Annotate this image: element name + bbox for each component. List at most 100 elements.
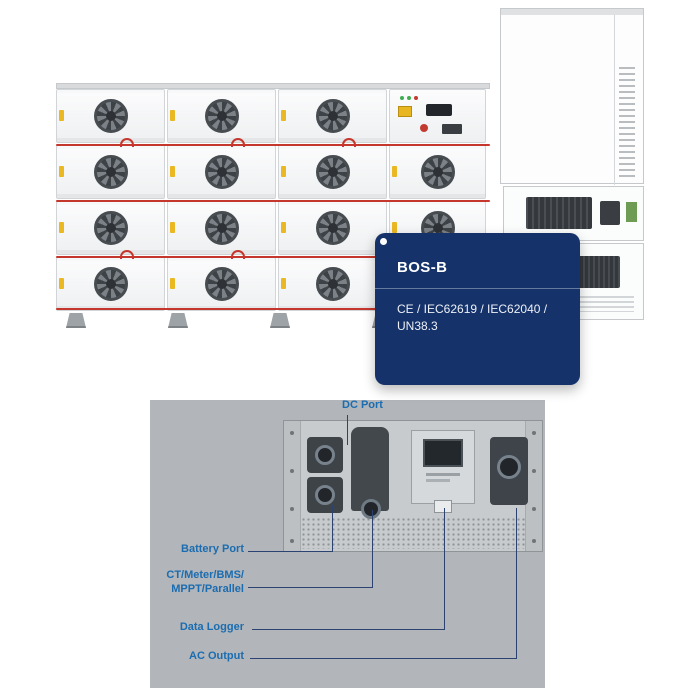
warning-sticker [170,278,175,289]
warning-sticker [281,222,286,233]
battery-module [167,145,276,199]
yellow-switch [398,106,412,117]
control-display [426,104,452,116]
warning-sticker [281,166,286,177]
battery-port [307,477,343,513]
warning-sticker [392,166,397,177]
data-logger-leader [444,508,445,630]
ac-output-port [490,437,528,505]
fan-icon [315,99,350,133]
ct-meter-label: CT/Meter/BMS/ MPPT/Parallel [166,568,244,596]
cert-line-2: UN38.3 [397,319,438,333]
cert-line-1: CE / IEC62619 / IEC62040 / [397,302,548,316]
battery-module [56,257,165,311]
warning-sticker [281,278,286,289]
ac-connector [497,455,521,479]
fan-icon [93,211,128,245]
card-corner-dot [380,238,387,245]
fan-icon [204,267,239,301]
battery-port-leader [248,551,332,552]
ct-leader [372,510,373,588]
battery-port-leader [332,505,333,552]
ct-meter-line-1: CT/Meter/BMS/ [166,569,244,581]
comm-port [361,499,381,519]
screw [290,539,294,543]
cable-loop [342,138,356,147]
dc-cable [56,200,490,202]
battery-module [278,201,387,255]
ac-output-label: AC Output [189,650,244,662]
battery-module [167,257,276,311]
ct-leader [248,587,372,588]
screw [290,469,294,473]
card-certifications: CE / IEC62619 / IEC62040 / UN38.3 [397,301,560,335]
screw [290,431,294,435]
battery-module [389,145,486,199]
battery-rack [56,89,490,313]
green-led [400,96,404,100]
vent-perforation [301,517,527,549]
cable-loop [231,138,245,147]
dc-port [307,437,343,473]
bos-b-card: BOS-B CE / IEC62619 / IEC62040 / UN38.3 [375,233,580,385]
screw [532,507,536,511]
label-strip [426,479,450,482]
dc-cable [56,308,490,310]
warning-sticker [59,110,64,121]
warning-sticker [170,222,175,233]
pcb-board [626,202,637,222]
red-button [420,124,428,132]
cable-loop [120,138,134,147]
warning-sticker [59,278,64,289]
fan-icon [204,99,239,133]
warning-sticker [59,166,64,177]
battery-module [278,89,387,143]
fan-icon [93,267,128,301]
warning-sticker [170,166,175,177]
rack-foot [270,313,290,328]
screw [532,539,536,543]
card-title: BOS-B [397,259,448,276]
cabinet-top-strip [501,9,643,15]
dc-cable [56,256,490,258]
mounting-ear-left [284,421,301,551]
vent-slats [568,296,634,312]
inverter-rear-panel [283,420,543,552]
fan-icon [93,99,128,133]
red-led [414,96,418,100]
control-panel [389,89,486,143]
screw [532,469,536,473]
fan-icon [204,211,239,245]
battery-module [278,145,387,199]
connector-block [526,197,592,229]
dc-cable [56,144,490,146]
battery-module [278,257,387,311]
card-divider [375,288,580,289]
ac-output-leader [516,508,517,659]
warning-sticker [392,222,397,233]
fan-icon [315,211,350,245]
data-logger-port [434,500,452,513]
battery-module [56,201,165,255]
lcd-screen [423,439,463,467]
display-unit [411,430,475,504]
screw [290,507,294,511]
fan-icon [315,267,350,301]
cable-loop [120,250,134,259]
data-logger-label: Data Logger [179,621,244,633]
rack-foot [168,313,188,328]
dc-port-leader [347,415,348,445]
comm-module [351,427,389,511]
warning-sticker [281,110,286,121]
dc-port-label: DC Port [342,399,383,411]
cable-loop [231,250,245,259]
connector-block [442,124,462,134]
inverter-cabinet [500,8,644,185]
cabinet-seam [614,15,615,185]
ct-meter-line-2: MPPT/Parallel [171,583,244,595]
rack-top-cap [56,83,490,89]
fan-icon [93,155,128,189]
rack-foot [66,313,86,328]
connector-block [600,201,620,225]
